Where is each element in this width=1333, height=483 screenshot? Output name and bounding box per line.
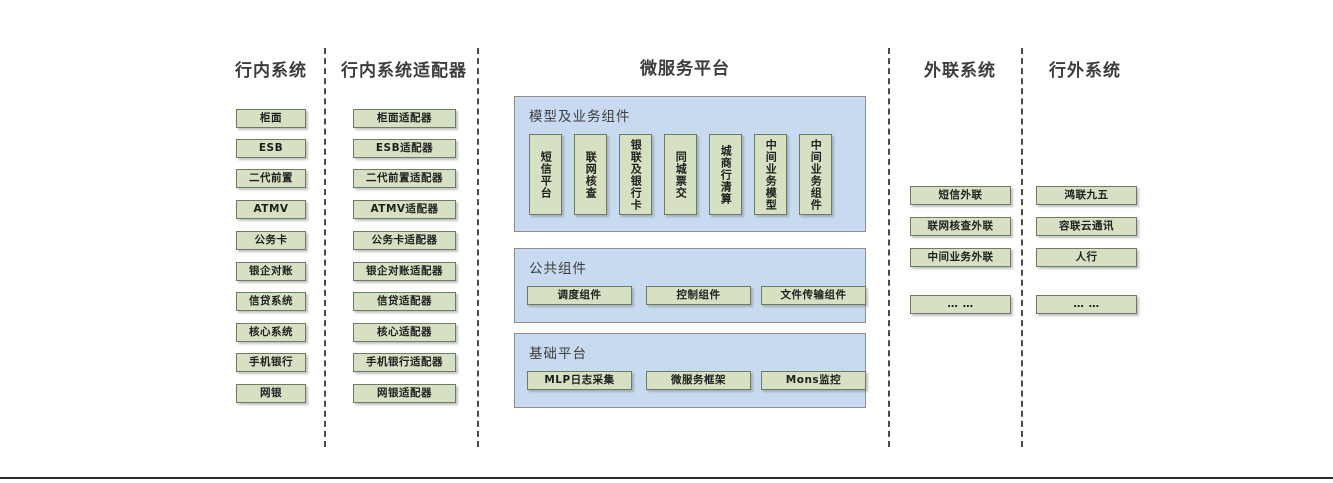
node-in-bank-adapter[interactable]: 公务卡适配器 (353, 231, 456, 250)
column-divider-1 (324, 48, 326, 447)
node-in-bank-adapter[interactable]: 柜面适配器 (353, 109, 456, 128)
node-out-bank-system[interactable]: 容联云通讯 (1036, 217, 1137, 236)
node-model-component[interactable]: 城商行清算 (709, 134, 742, 215)
node-public-component[interactable]: 控制组件 (646, 286, 751, 305)
panel-title-base-platform: 基础平台 (529, 346, 587, 362)
node-in-bank-adapter[interactable]: 银企对账适配器 (353, 262, 456, 281)
node-in-bank-system[interactable]: 二代前置 (236, 169, 306, 188)
panel-base-platform: 基础平台 (514, 333, 866, 408)
node-external-link-system[interactable]: 短信外联 (910, 186, 1011, 205)
node-model-component[interactable]: 中间业务组件 (799, 134, 832, 215)
column-divider-4 (1021, 48, 1023, 447)
column-title-out-bank-systems: 行外系统 (1049, 61, 1121, 81)
node-in-bank-system[interactable]: 银企对账 (236, 262, 306, 281)
node-model-component[interactable]: 同城票交 (664, 134, 697, 215)
node-in-bank-system[interactable]: 网银 (236, 384, 306, 403)
node-in-bank-system[interactable]: 信贷系统 (236, 292, 306, 311)
node-in-bank-system[interactable]: 柜面 (236, 109, 306, 128)
panel-title-public-components: 公共组件 (529, 261, 587, 277)
node-model-component[interactable]: 银联及银行卡 (619, 134, 652, 215)
node-in-bank-adapter[interactable]: 手机银行适配器 (353, 353, 456, 372)
node-in-bank-system[interactable]: ESB (236, 139, 306, 158)
column-divider-3 (888, 48, 890, 447)
node-out-bank-system[interactable]: … … (1036, 295, 1137, 314)
node-base-platform-component[interactable]: MLP日志采集 (527, 371, 632, 390)
node-public-component[interactable]: 文件传输组件 (761, 286, 866, 305)
panel-title-model-business-components: 模型及业务组件 (529, 109, 631, 125)
node-model-component[interactable]: 联网核查 (574, 134, 607, 215)
node-in-bank-adapter[interactable]: 信贷适配器 (353, 292, 456, 311)
column-title-in-bank-adapters: 行内系统适配器 (341, 61, 467, 81)
node-in-bank-system[interactable]: 公务卡 (236, 231, 306, 250)
node-public-component[interactable]: 调度组件 (527, 286, 632, 305)
node-out-bank-system[interactable]: 鸿联九五 (1036, 186, 1137, 205)
node-external-link-system[interactable]: 联网核查外联 (910, 217, 1011, 236)
node-in-bank-system[interactable]: 核心系统 (236, 323, 306, 342)
node-in-bank-system[interactable]: 手机银行 (236, 353, 306, 372)
node-external-link-system[interactable]: 中间业务外联 (910, 248, 1011, 267)
node-external-link-system[interactable]: … … (910, 295, 1011, 314)
node-model-component[interactable]: 短信平台 (529, 134, 562, 215)
page-bottom-rule (0, 477, 1333, 479)
column-title-in-bank-systems: 行内系统 (235, 61, 307, 81)
node-in-bank-adapter[interactable]: ESB适配器 (353, 139, 456, 158)
node-in-bank-adapter[interactable]: 核心适配器 (353, 323, 456, 342)
node-in-bank-adapter[interactable]: ATMV适配器 (353, 200, 456, 219)
column-title-microservice-platform: 微服务平台 (640, 59, 730, 79)
node-in-bank-adapter[interactable]: 网银适配器 (353, 384, 456, 403)
node-base-platform-component[interactable]: Mons监控 (761, 371, 866, 390)
node-in-bank-adapter[interactable]: 二代前置适配器 (353, 169, 456, 188)
column-divider-2 (477, 48, 479, 447)
node-model-component[interactable]: 中间业务模型 (754, 134, 787, 215)
node-out-bank-system[interactable]: 人行 (1036, 248, 1137, 267)
panel-public-components: 公共组件 (514, 248, 866, 323)
column-title-external-link-systems: 外联系统 (924, 61, 996, 81)
node-in-bank-system[interactable]: ATMV (236, 200, 306, 219)
node-base-platform-component[interactable]: 微服务框架 (646, 371, 751, 390)
